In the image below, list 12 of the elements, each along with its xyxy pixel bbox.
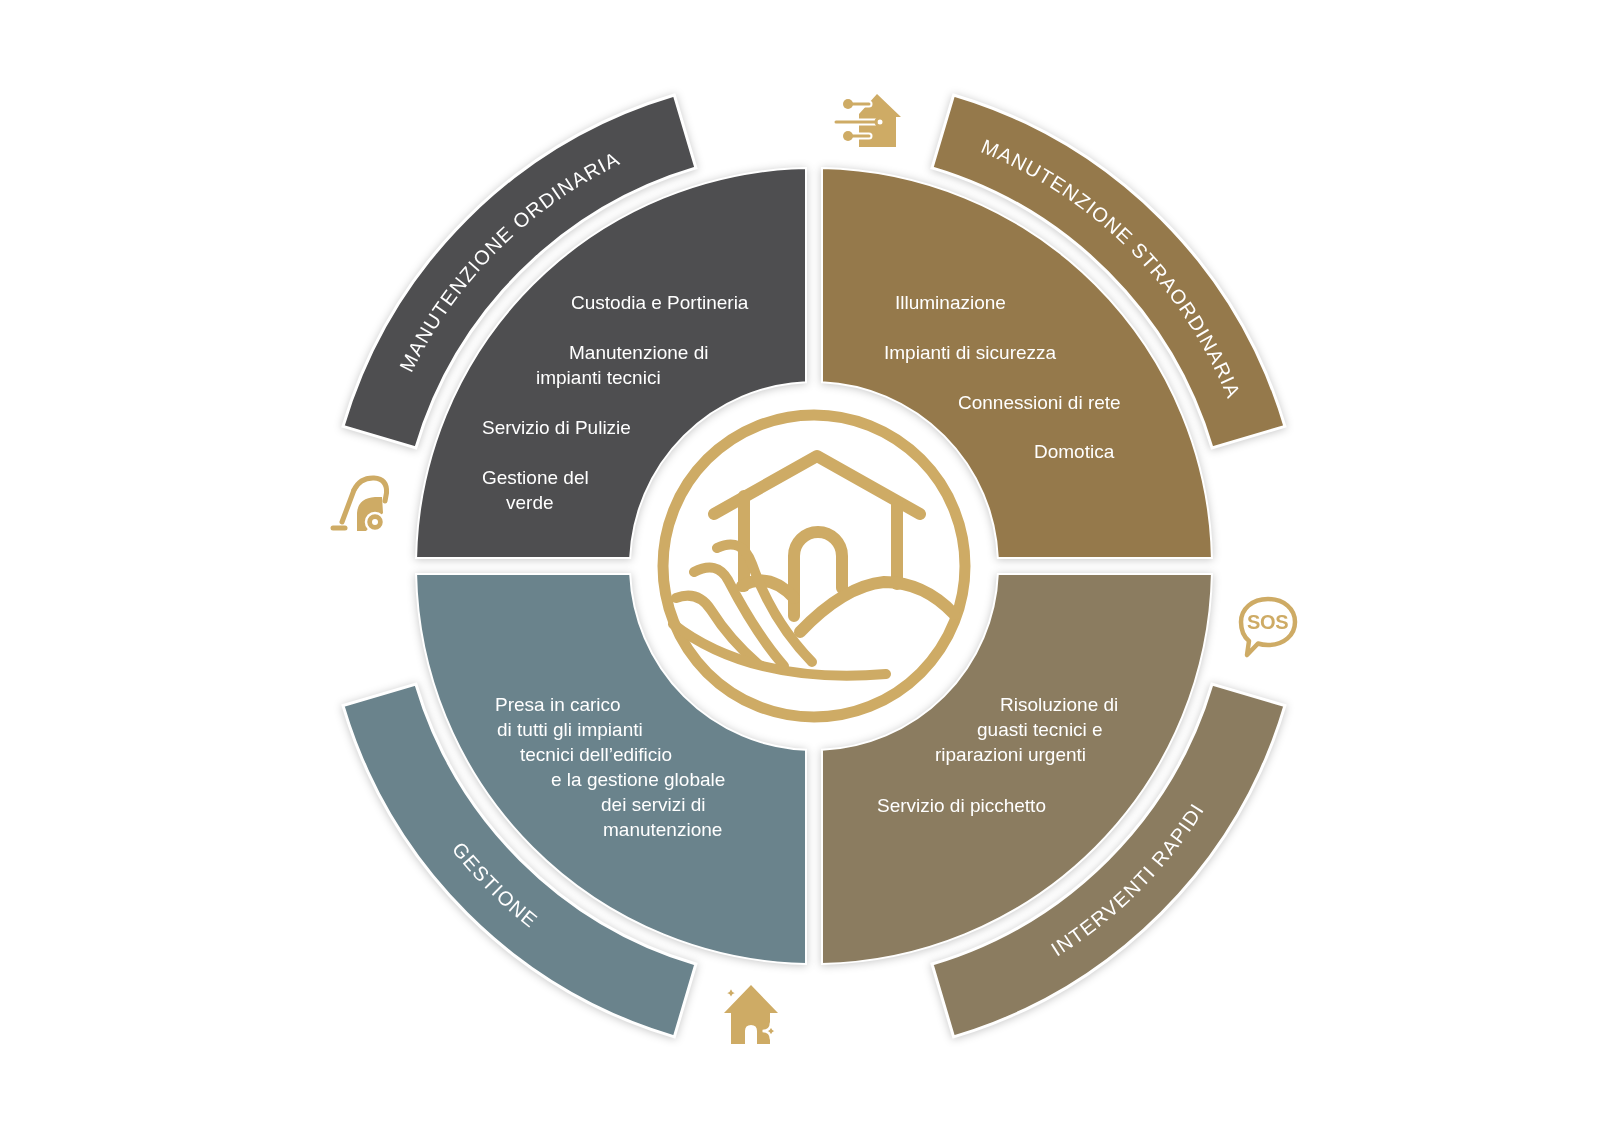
sos-text: SOS <box>1247 611 1289 633</box>
service-item: Gestione del verde <box>482 466 589 515</box>
service-description: Presa in carico di tutti gli impianti tecnici dell’edificio e la gestione globale dei servizi di manutenzione <box>495 693 726 842</box>
service-item: Servizio di Pulizie <box>482 416 631 440</box>
quarter-circle-segment <box>416 574 806 964</box>
service-item: Manutenzione di impianti tecnici <box>536 341 709 390</box>
service-item: Custodia e Portineria <box>571 291 749 315</box>
service-item: Illuminazione <box>895 291 1006 315</box>
quarter-circle-segment <box>822 574 1212 964</box>
service-item: Servizio di picchetto <box>877 794 1046 818</box>
service-item: Domotica <box>1034 440 1115 464</box>
service-item: Risoluzione di guasti tecnici e riparazioni urgenti <box>935 693 1119 767</box>
